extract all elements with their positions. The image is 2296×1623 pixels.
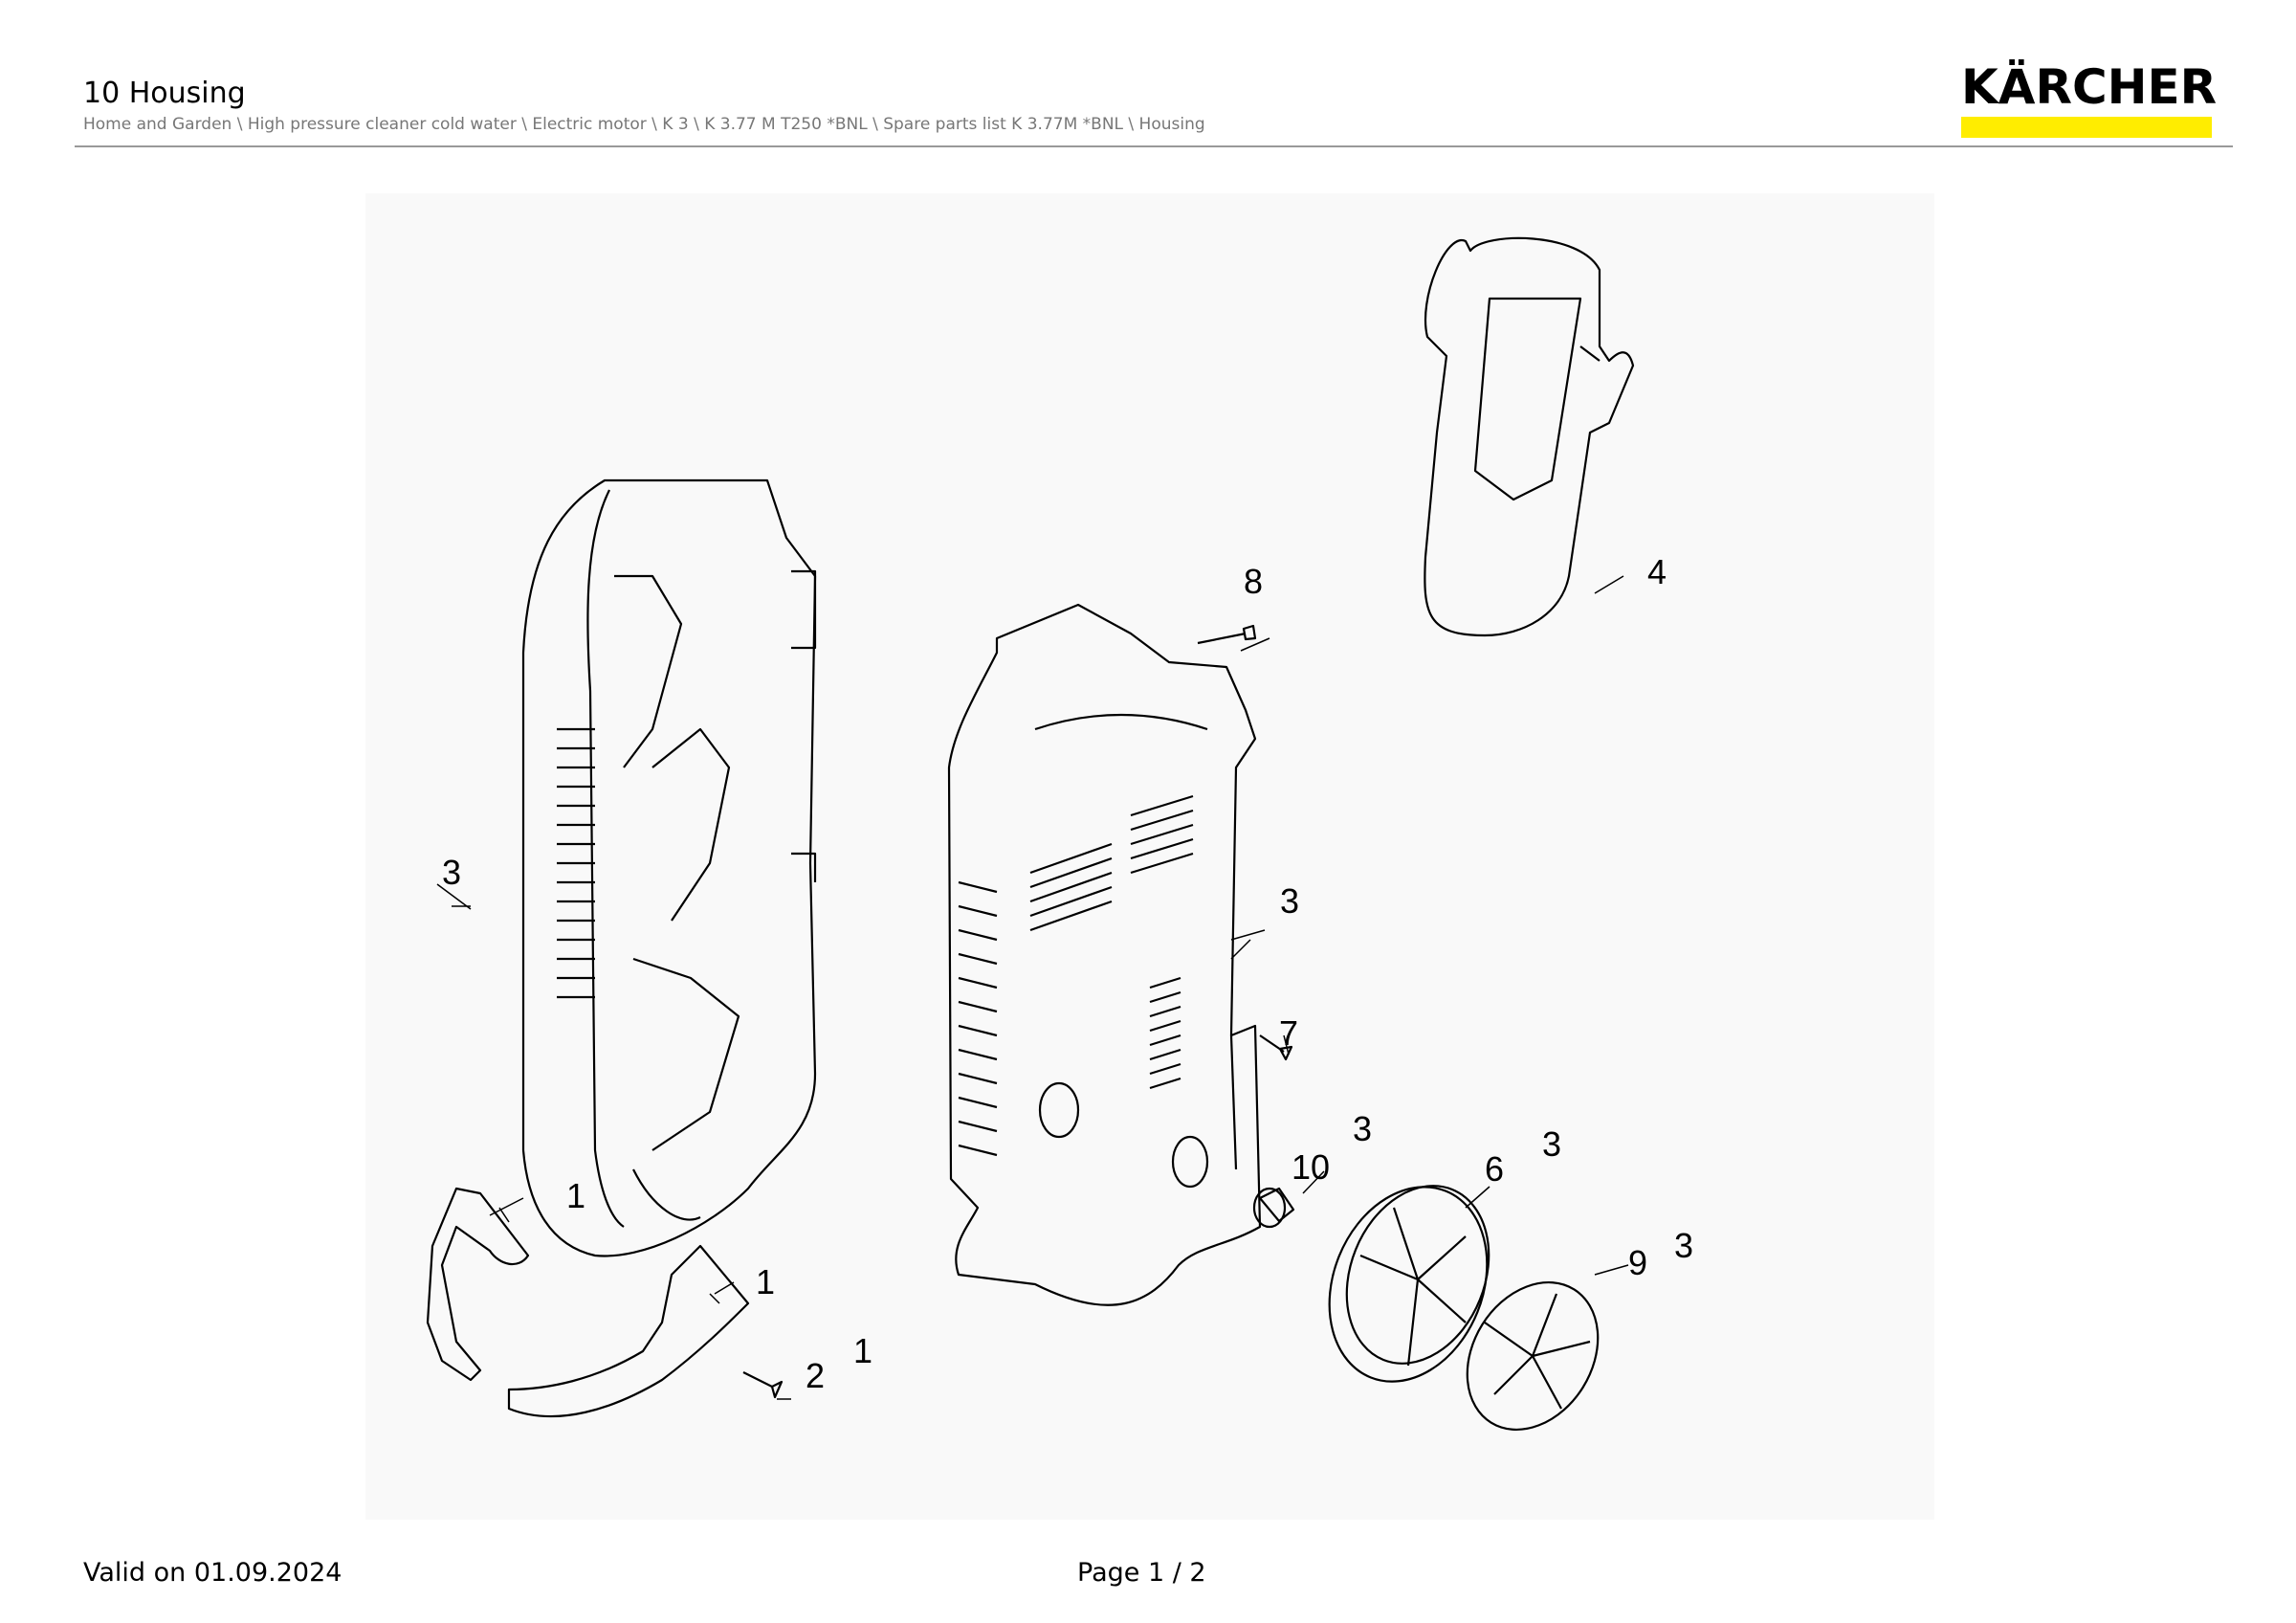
callout-10: 10	[1292, 1147, 1330, 1187]
callout-9: 9	[1628, 1243, 1647, 1282]
callout-8: 8	[1244, 562, 1263, 601]
callout-1-upper: 1	[566, 1176, 585, 1215]
breadcrumb: Home and Garden \ High pressure cleaner …	[83, 115, 1205, 134]
callout-3-left: 3	[442, 853, 461, 892]
screw-part-8-drawing	[1197, 624, 1257, 645]
valid-date: Valid on 01.09.2024	[83, 1558, 342, 1588]
logo-yellow-bar	[1961, 117, 2212, 138]
callout-7: 7	[1279, 1013, 1298, 1053]
header-divider	[75, 145, 2233, 147]
callout-4: 4	[1647, 552, 1667, 591]
leader-lines	[436, 575, 1629, 1400]
center-housing-drawing	[947, 603, 1262, 1306]
logo-wordmark: KÄRCHER	[1961, 59, 2218, 115]
page-number: Page 1 / 2	[1077, 1558, 1206, 1588]
callout-3-center: 3	[1280, 881, 1299, 921]
exploded-parts-drawing: 4 8 3 3 7 10 3 6 3 9 3 1 1 2 1	[365, 193, 1934, 1520]
callout-2-qty: 1	[853, 1331, 872, 1370]
left-housing-half-drawing	[521, 478, 817, 1257]
grip-piece-lower-drawing	[507, 1244, 750, 1418]
callout-1-lower: 1	[756, 1262, 775, 1301]
callout-6-qty: 3	[1542, 1124, 1561, 1164]
screw-part-2-drawing	[742, 1371, 784, 1399]
callout-9-qty: 3	[1674, 1226, 1693, 1265]
hubcap-part-9-drawing	[1466, 1280, 1600, 1432]
callout-6: 6	[1485, 1149, 1504, 1189]
callout-10-qty: 3	[1353, 1109, 1372, 1148]
page-title: 10 Housing	[83, 77, 246, 110]
bushing-part-10-drawing	[1252, 1187, 1295, 1229]
karcher-logo: KÄRCHER	[1961, 59, 2218, 138]
callout-labels: 4 8 3 3 7 10 3 6 3 9 3 1 1 2 1	[442, 552, 1693, 1395]
callout-2: 2	[806, 1356, 825, 1395]
wheel-part-6-drawing	[1328, 1185, 1490, 1383]
handle-part-drawing	[1424, 236, 1635, 637]
grip-piece-upper-drawing	[426, 1187, 530, 1382]
